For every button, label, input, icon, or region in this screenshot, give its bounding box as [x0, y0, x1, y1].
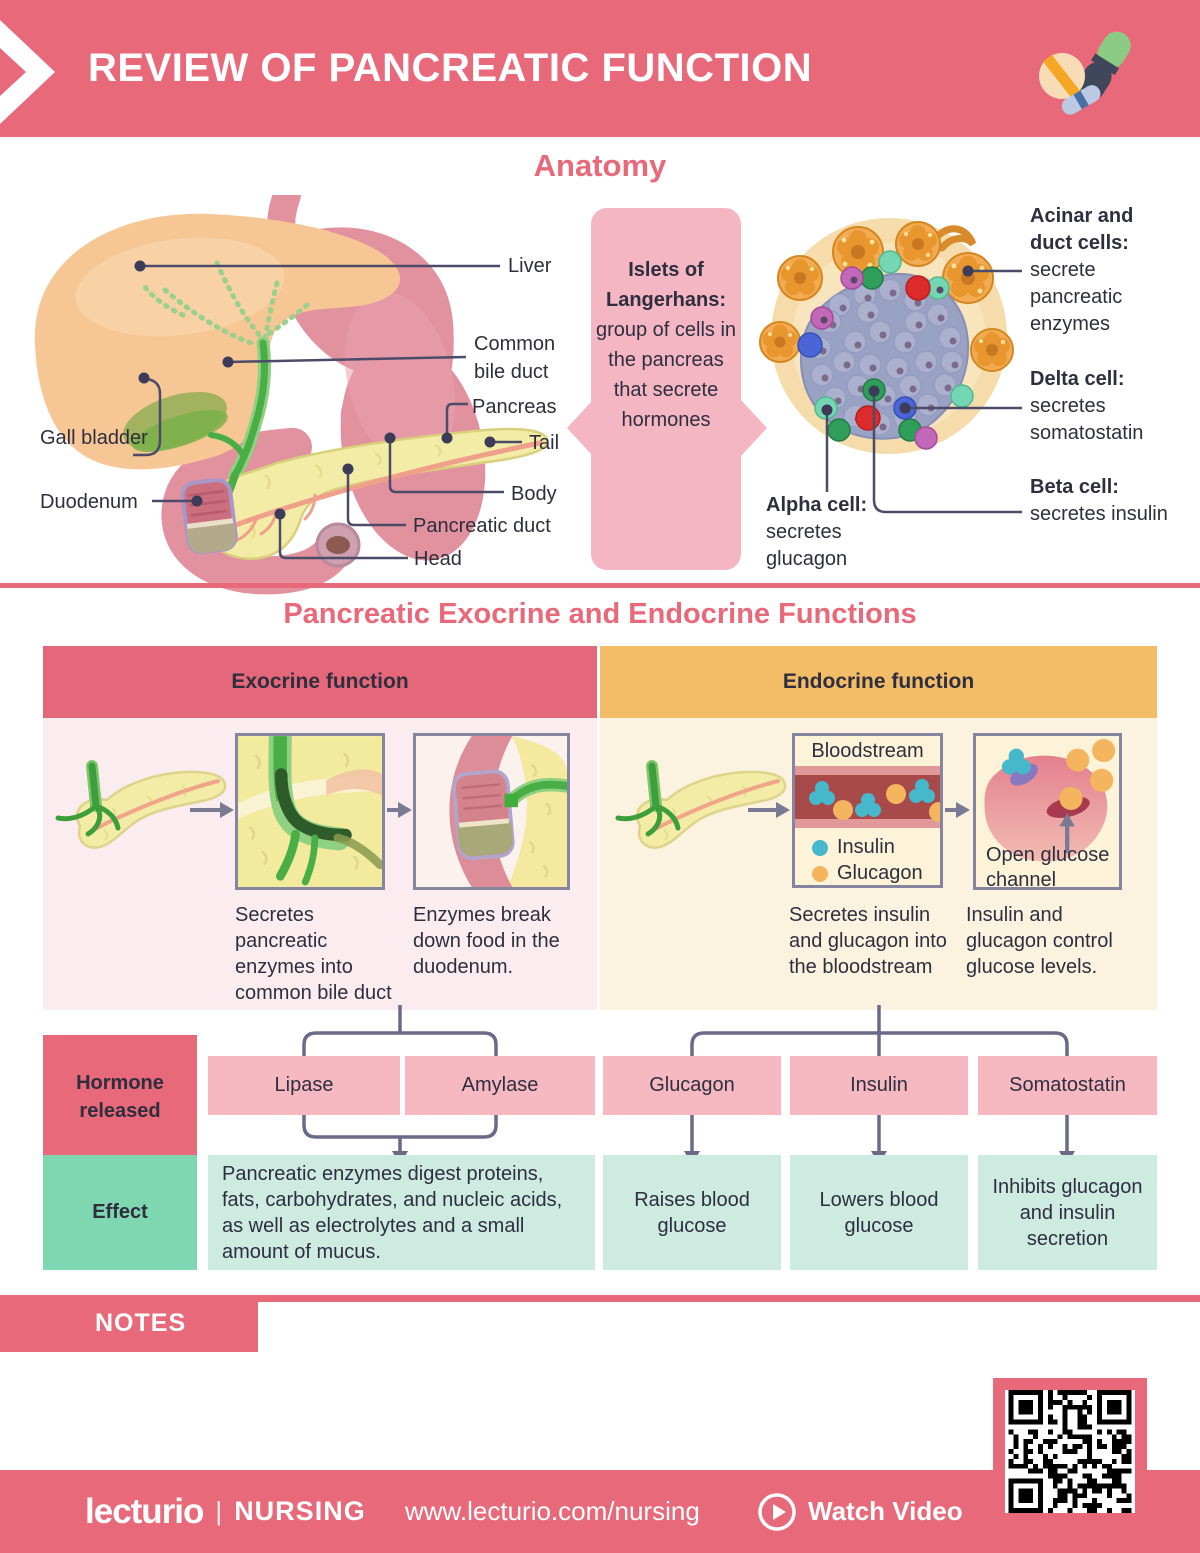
glucose-channel-label: Open glucose channel: [986, 844, 1110, 891]
effect-label: Effect: [43, 1155, 197, 1270]
label-head: Head: [414, 548, 462, 570]
label-acinar-cells: Acinar and duct cells: secrete pancreati…: [1030, 205, 1134, 335]
blood-vessel-graphic: [795, 766, 940, 828]
anatomy-section-title: Anatomy: [533, 148, 667, 183]
pancreas-mini-endocrine: [615, 760, 787, 849]
exocrine-header: Exocrine function: [43, 646, 597, 718]
duodenum-window-closeup: [452, 769, 515, 861]
legend-insulin: Insulin: [812, 836, 895, 859]
page-title: REVIEW OF PANCREATIC FUNCTION: [88, 46, 813, 90]
functions-section-title: Pancreatic Exocrine and Endocrine Functi…: [283, 598, 917, 630]
lecturio-logo: lecturio: [85, 1491, 204, 1531]
islet-of-langerhans-illustration: [759, 218, 1014, 454]
glucose-particles: [1059, 739, 1116, 811]
islets-callout: [591, 208, 741, 570]
islets-callout-heading: Islets of Langerhans:: [605, 259, 727, 311]
notes-label: NOTES: [95, 1309, 187, 1337]
common-bile-duct-shape: [231, 339, 269, 479]
label-liver: Liver: [508, 255, 552, 277]
islets-callout-body: group of cells in the pancreas that secr…: [595, 319, 737, 431]
header-bar: [0, 0, 1200, 137]
exocrine-caption-2: Enzymes break down food in the duodenum.: [413, 904, 560, 978]
brand-logo: lecturio | NURSING: [85, 1470, 366, 1553]
watch-video-button[interactable]: Watch Video: [758, 1470, 963, 1553]
insulin-particles: [809, 779, 935, 817]
islets-callout-text: Islets of Langerhans: group of cells in …: [591, 255, 741, 435]
pancreatic-duct-branch: [932, 225, 977, 252]
hormone-somatostatin: Somatostatin: [978, 1056, 1157, 1115]
duodenum-closeup-image: [413, 733, 570, 890]
insulin-dot-icon: [812, 839, 828, 856]
notes-rule: [0, 1295, 1200, 1302]
effect-glucagon: Raises blood glucose: [603, 1155, 781, 1270]
qr-code[interactable]: [1005, 1390, 1135, 1513]
islet-cell-cluster: [797, 250, 974, 450]
callout-left-arrow-icon: [567, 400, 593, 456]
label-beta-cell: Beta cell: secretes insulin: [1030, 476, 1168, 525]
label-pancreas: Pancreas: [472, 396, 557, 418]
notes-tab: NOTES: [0, 1295, 258, 1352]
endocrine-caption-1: Secretes insulin and glucagon into the b…: [789, 904, 947, 978]
label-tail: Tail: [529, 432, 560, 454]
endocrine-header: Endocrine function: [600, 646, 1157, 718]
nursing-wordmark: NURSING: [234, 1496, 366, 1526]
effect-exocrine: Pancreatic enzymes digest proteins, fats…: [208, 1155, 595, 1270]
channel-arrow-icon: [1059, 812, 1075, 854]
effect-somatostatin: Inhibits glucagon and insulin secretion: [978, 1155, 1157, 1270]
label-delta-cell: Delta cell: secretes somatostatin: [1030, 368, 1144, 444]
header-chevron-icon: [0, 20, 55, 124]
label-common-bile-duct: Common bile duct: [474, 333, 556, 383]
glucagon-dot-icon: [812, 865, 828, 882]
acinar-cells: [759, 221, 1014, 372]
brand-separator: |: [215, 1496, 223, 1526]
hormone-lipase: Lipase: [208, 1056, 400, 1115]
pills-icon: [1039, 31, 1131, 115]
glucose-channel-image: [973, 733, 1122, 890]
glucagon-particles: [833, 784, 940, 822]
effect-insulin: Lowers blood glucose: [790, 1155, 968, 1270]
bile-duct-closeup-image: [235, 733, 385, 890]
label-gall-bladder: Gall bladder: [40, 427, 148, 449]
section-divider: [0, 583, 1200, 588]
label-body: Body: [511, 483, 557, 505]
label-duodenum: Duodenum: [40, 491, 138, 513]
bloodstream-label: Bloodstream: [811, 740, 924, 762]
hormone-released-label: Hormone released: [43, 1035, 197, 1158]
hormone-insulin: Insulin: [790, 1056, 968, 1115]
pancreas-mini-exocrine: [55, 760, 227, 849]
hormone-glucagon: Glucagon: [603, 1056, 781, 1115]
exocrine-caption-1: Secretes pancreatic enzymes into common …: [235, 904, 392, 1004]
duodenum-window: [180, 477, 238, 555]
callout-right-arrow-icon: [741, 400, 767, 456]
label-pancreatic-duct: Pancreatic duct: [413, 515, 551, 537]
insulin-particle: [1001, 748, 1031, 775]
legend-glucagon: Glucagon: [812, 862, 923, 885]
label-alpha-cell: Alpha cell: secretes glucagon: [766, 494, 868, 570]
play-icon: [758, 1492, 796, 1531]
footer-url[interactable]: www.lecturio.com/nursing: [405, 1496, 700, 1526]
hormone-amylase: Amylase: [405, 1056, 595, 1115]
endocrine-caption-2: Insulin and glucagon control glucose lev…: [966, 904, 1113, 978]
